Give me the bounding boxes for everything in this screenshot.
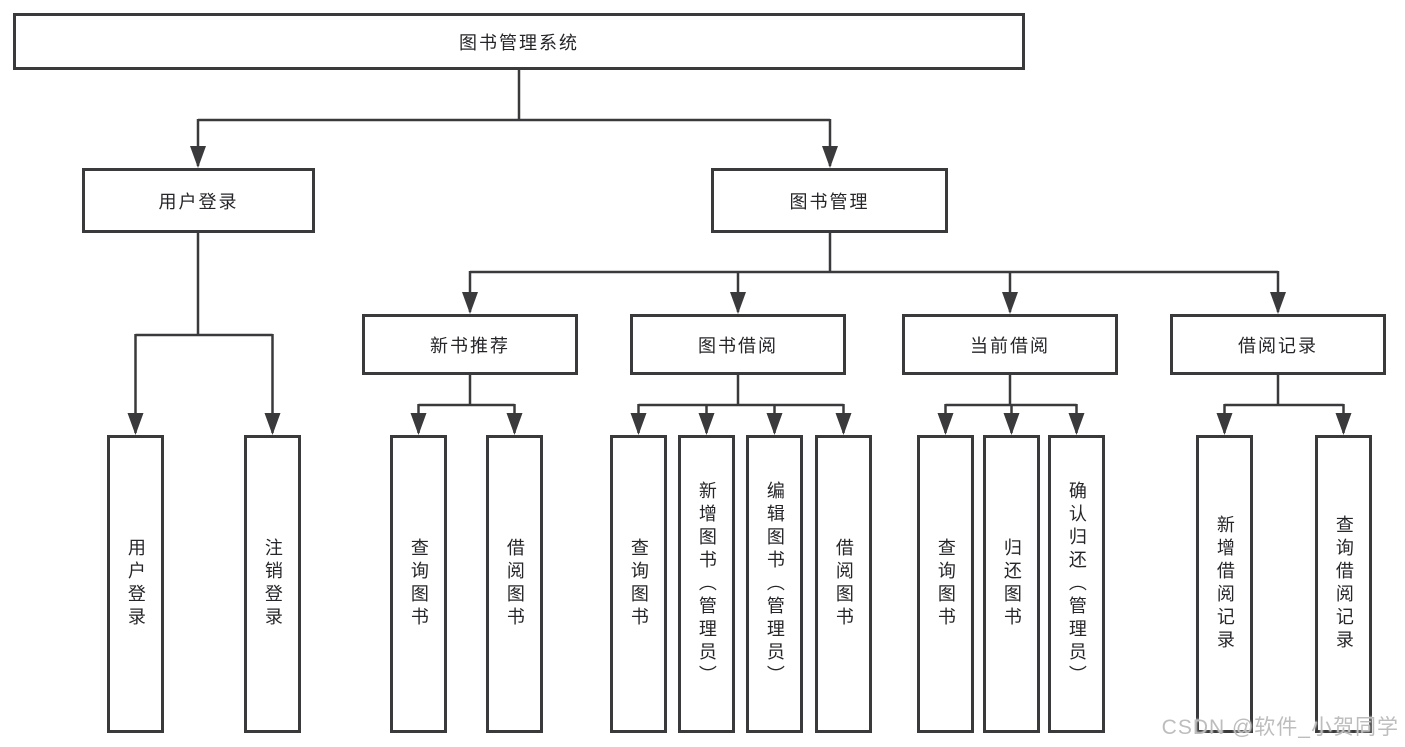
node-leaf-logout: 注销登录	[244, 435, 301, 733]
node-leaf-confirm-return-admin: 确认归还（管理员）	[1048, 435, 1105, 733]
node-label: 图书管理	[789, 191, 870, 212]
node-borrowing-records: 借阅记录	[1170, 314, 1386, 375]
node-leaf-recommend-query-books: 查询图书	[390, 435, 447, 733]
node-leaf-recommend-borrow-books: 借阅图书	[486, 435, 543, 733]
node-label: 查询图书	[628, 538, 649, 630]
node-leaf-add-books-admin: 新增图书（管理员）	[678, 435, 735, 733]
node-label: 借阅记录	[1238, 335, 1318, 356]
node-label: 借阅图书	[504, 538, 525, 630]
node-root: 图书管理系统	[13, 13, 1025, 70]
node-label: 查询图书	[408, 538, 429, 630]
node-label: 注销登录	[262, 538, 283, 630]
node-current-borrowing: 当前借阅	[902, 314, 1118, 375]
connector-root	[190, 70, 838, 168]
node-label: 借阅图书	[833, 538, 854, 630]
node-leaf-current-query-books: 查询图书	[917, 435, 974, 733]
connector-book-borrowing	[630, 375, 852, 435]
node-label: 确认归还（管理员）	[1066, 480, 1087, 688]
node-label: 用户登录	[125, 538, 146, 630]
connector-new-book-recommendation	[410, 375, 523, 435]
connector-user-login	[127, 233, 281, 435]
node-label: 新增图书（管理员）	[696, 480, 717, 688]
node-label: 当前借阅	[970, 335, 1050, 356]
watermark-text: CSDN @软件_小贺同学	[1161, 716, 1399, 739]
node-label: 编辑图书（管理员）	[764, 480, 785, 688]
node-label: 图书借阅	[698, 335, 778, 356]
node-book-borrowing: 图书借阅	[630, 314, 846, 375]
node-leaf-query-borrow-record: 查询借阅记录	[1315, 435, 1372, 733]
node-label: 归还图书	[1001, 538, 1022, 630]
node-leaf-borrow-query-books: 查询图书	[610, 435, 667, 733]
node-label: 图书管理系统	[459, 32, 579, 53]
node-leaf-edit-books-admin: 编辑图书（管理员）	[746, 435, 803, 733]
node-user-login: 用户登录	[82, 168, 315, 233]
node-book-management: 图书管理	[711, 168, 948, 233]
node-leaf-return-books: 归还图书	[983, 435, 1040, 733]
node-new-book-recommendation: 新书推荐	[362, 314, 578, 375]
node-label: 查询图书	[935, 538, 956, 630]
node-label: 新书推荐	[430, 335, 510, 356]
node-label: 新增借阅记录	[1214, 515, 1235, 653]
node-leaf-borrow-books: 借阅图书	[815, 435, 872, 733]
node-leaf-add-borrow-record: 新增借阅记录	[1196, 435, 1253, 733]
connector-current-borrowing	[937, 375, 1085, 435]
node-label: 查询借阅记录	[1333, 515, 1354, 653]
node-label: 用户登录	[158, 191, 239, 212]
connector-book-management	[462, 233, 1286, 314]
connector-borrowing-records	[1216, 375, 1352, 435]
node-leaf-user-login: 用户登录	[107, 435, 164, 733]
